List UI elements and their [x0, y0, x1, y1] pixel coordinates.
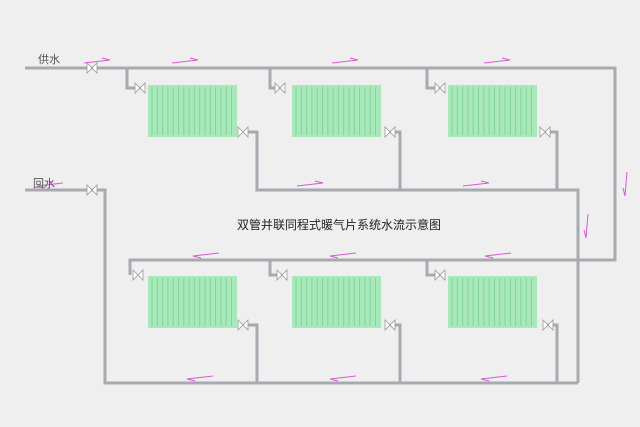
valve-icon	[384, 126, 396, 138]
valve-icon	[132, 269, 144, 281]
supply-drop-3	[425, 68, 440, 90]
valve-icon	[86, 184, 98, 196]
valve-icon	[539, 126, 551, 138]
radiator-icon	[448, 276, 537, 328]
valve-icon	[274, 82, 286, 94]
flow-arrow-icon	[462, 180, 490, 187]
valve-icon	[134, 82, 146, 94]
return-rise-6	[545, 323, 559, 383]
valve-icon	[276, 269, 288, 281]
flow-arrow-icon	[296, 180, 324, 187]
flow-arrow-icon	[36, 182, 64, 189]
valve-icon	[237, 126, 249, 138]
valve-icon	[237, 319, 249, 331]
return-rise-2	[390, 130, 402, 190]
flow-arrow-icon	[483, 57, 511, 64]
valve-icon	[434, 269, 446, 281]
flow-arrow-icon	[192, 252, 220, 259]
diagram-title: 双管并联同程式暖气片系统水流示意图	[237, 218, 442, 232]
flow-arrow-icon	[329, 252, 357, 259]
return-rise-3	[545, 130, 559, 190]
flow-arrow-icon	[329, 375, 357, 382]
supply-drop-1	[125, 68, 140, 90]
flow-arrow-icon	[583, 213, 589, 239]
flow-arrow-icon	[186, 375, 214, 382]
flow-arrow-icon	[622, 171, 628, 197]
radiator-icon	[292, 85, 381, 137]
return-label: 回水	[33, 177, 55, 190]
valve-icon	[86, 62, 98, 74]
return-rise-5	[390, 323, 402, 383]
radiator-icon	[448, 85, 537, 137]
flow-arrow-icon	[480, 375, 508, 382]
supply-label: 供水	[38, 53, 60, 66]
flow-arrow-icon	[83, 57, 111, 64]
upper-return-pipe	[245, 130, 580, 383]
flow-arrow-icon	[331, 57, 359, 64]
valve-icon	[542, 319, 554, 331]
flow-arrow-icon	[484, 252, 512, 259]
radiator-icon	[148, 276, 237, 328]
flow-arrow-icon	[171, 57, 199, 64]
lower-return-pipe	[245, 323, 259, 383]
supply-main-pipe	[25, 66, 617, 275]
radiator-icon	[148, 85, 237, 137]
valve-icon	[384, 319, 396, 331]
valve-icon	[434, 82, 446, 94]
radiator-icon	[292, 276, 381, 328]
return-main-pipe	[25, 188, 578, 385]
